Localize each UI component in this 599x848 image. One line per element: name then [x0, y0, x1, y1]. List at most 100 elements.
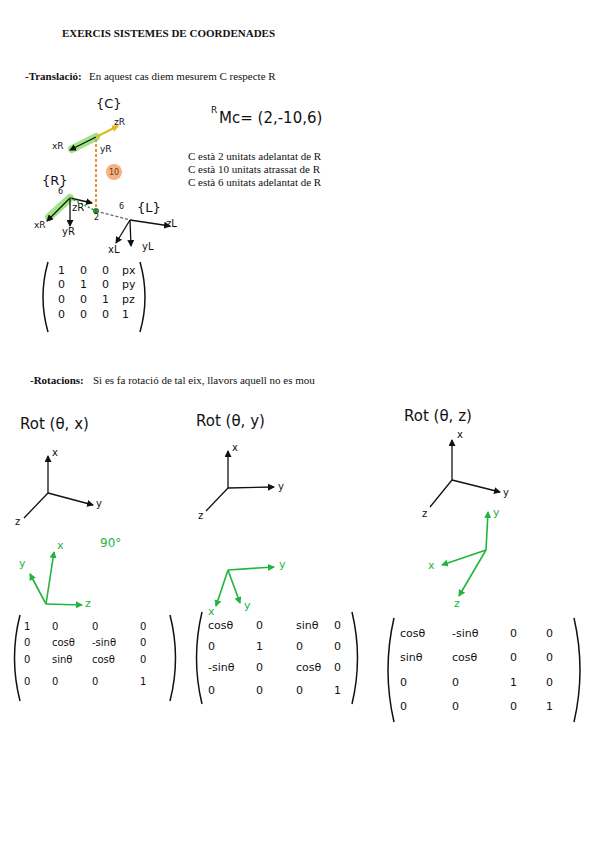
note-text: C està 2 unitats adelantat de R	[188, 150, 321, 162]
offset-line	[96, 211, 130, 220]
matrix-cell: 0	[334, 662, 341, 674]
handwritten-label: 2	[94, 214, 99, 223]
matrix-cell: cosθ	[208, 620, 233, 632]
matrix-cell: 0	[400, 701, 407, 713]
axis-label: z	[85, 598, 91, 610]
matrix-cell: sinθ	[296, 620, 319, 632]
matrix-bracket	[15, 615, 21, 701]
handwritten-label: zR	[72, 202, 84, 213]
note-text: C està 10 unitats atrassat de R	[188, 163, 320, 175]
axis-label: y	[19, 558, 26, 570]
matrix-cell: cosθ	[92, 654, 115, 665]
matrix-cell: 0	[102, 309, 109, 321]
note-text: C està 6 unitats adelantat de R	[188, 176, 321, 188]
axis-arrow	[69, 198, 70, 226]
matrix-cell: cosθ	[400, 628, 425, 640]
matrix-bracket	[140, 262, 145, 332]
matrix-cell: -sinθ	[92, 637, 116, 648]
section-heading: -Rotacions:	[30, 374, 84, 386]
matrix-cell: 0	[102, 265, 109, 277]
matrix-cell: 0	[24, 637, 30, 648]
matrix-cell: pz	[122, 294, 135, 306]
matrix-cell: 0	[58, 309, 65, 321]
matrix-cell: 1	[510, 677, 517, 689]
matrix-cell: 0	[256, 662, 263, 674]
matrix-cell: 0	[52, 676, 58, 687]
axis-label: x	[52, 447, 58, 458]
matrix-cell: 0	[208, 685, 215, 697]
axis-label: y	[244, 600, 251, 612]
matrix-bracket	[352, 612, 358, 704]
section-heading: -Translació:	[25, 70, 82, 82]
axis-arrow	[228, 487, 274, 488]
axis-line	[430, 480, 452, 507]
matrix-cell: 1	[102, 294, 109, 306]
matrix-cell: 0	[140, 654, 146, 665]
axis-arrow	[227, 451, 228, 488]
handwritten-label: 6	[58, 188, 63, 197]
matrix-cell: 0	[296, 641, 303, 653]
handwritten-label: 6	[119, 203, 124, 212]
handwritten-label: yL	[142, 241, 154, 252]
axis-label: y	[279, 559, 286, 571]
matrix-cell: 0	[256, 620, 263, 632]
callout-number: 10	[106, 164, 122, 180]
matrix-cell: py	[122, 279, 136, 291]
matrix-cell: 0	[92, 621, 98, 632]
matrix-cell: 1	[80, 279, 87, 291]
matrix-cell: -sinθ	[208, 662, 234, 674]
matrix-bracket	[197, 612, 203, 704]
axis-arrow	[451, 440, 452, 480]
matrix-cell: -sinθ	[452, 628, 478, 640]
handwritten-label: {R}	[42, 174, 68, 188]
matrix-cell: 1	[24, 621, 30, 632]
axis-line	[206, 488, 228, 511]
matrix-cell: 1	[58, 265, 65, 277]
axis-label: z	[198, 510, 203, 521]
matrix-cell: 0	[510, 701, 517, 713]
axis-label: y	[503, 487, 509, 498]
matrix-cell: cosθ	[296, 662, 321, 674]
matrix-cell: 1	[546, 701, 553, 713]
handwritten-label: xR	[34, 221, 46, 231]
rotated-axis-arrow	[228, 567, 274, 570]
matrix-cell: 0	[452, 677, 459, 689]
matrix-cell: cosθ	[452, 652, 477, 664]
axis-label: z	[15, 516, 20, 527]
matrix-cell: 1	[122, 309, 129, 321]
axis-arrow	[48, 493, 93, 505]
matrix-cell: 0	[80, 265, 87, 277]
note-text: Si es fa rotació de tal eix, llavors aqu…	[93, 374, 315, 386]
matrix-cell: 0	[334, 641, 341, 653]
rotated-axis-arrow	[46, 604, 82, 605]
callout-circle-fill	[106, 164, 122, 180]
handwritten-label: xR	[52, 142, 64, 152]
page-title: EXERCIS SISTEMES DE COORDENADES	[62, 27, 275, 39]
matrix-cell: px	[122, 265, 136, 277]
handwritten-label: {C}	[96, 97, 122, 111]
matrix-cell: 1	[140, 676, 146, 687]
rotation-title: Rot (θ, z)	[404, 408, 472, 425]
handwritten-label: xL	[108, 244, 120, 255]
rotation-title: Rot (θ, y)	[196, 413, 265, 430]
matrix-cell: 0	[140, 637, 146, 648]
matrix-cell: 0	[24, 676, 30, 687]
matrix-cell: 0	[400, 677, 407, 689]
vector-formula: Mc= (2,-10,6)	[219, 110, 322, 127]
rotated-axis-arrow	[459, 550, 486, 596]
axis-label: y	[278, 481, 284, 492]
axis-label: x	[208, 606, 215, 618]
matrix-cell: 0	[80, 309, 87, 321]
axis-label: y	[96, 498, 102, 509]
axis-arrow	[130, 220, 170, 226]
offset-line	[95, 139, 97, 211]
matrix-cell: 0	[546, 652, 553, 664]
matrix-cell: 0	[58, 279, 65, 291]
matrix-cell: 1	[256, 641, 263, 653]
matrix-cell: cosθ	[52, 637, 75, 648]
rotated-axis-arrow	[216, 570, 228, 606]
rotation-title: Rot (θ, x)	[20, 416, 89, 433]
handwritten-label: yR	[100, 145, 112, 155]
rotated-axis-arrow	[228, 570, 240, 603]
